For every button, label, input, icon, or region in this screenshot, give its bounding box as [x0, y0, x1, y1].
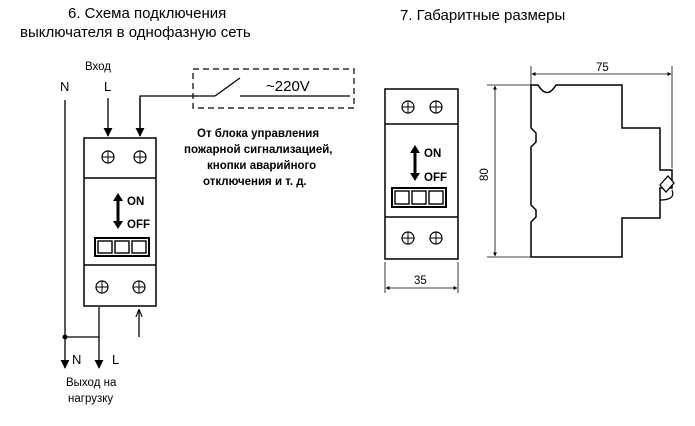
indicator-window — [94, 237, 150, 257]
terminal-n-bottom-label: N — [72, 352, 81, 367]
breaker-schematic: ON OFF — [83, 137, 157, 307]
remote-switch-contact — [214, 77, 241, 97]
width-dimension-label: 35 — [414, 275, 427, 287]
bottom-terminal-screw-1 — [95, 280, 109, 294]
section7-title: 7. Габаритные размеры — [400, 7, 565, 24]
side-lever-arc — [659, 189, 674, 201]
output-label-line1: Выход на — [66, 377, 117, 389]
front-bottom-screw-1 — [401, 231, 415, 245]
height-dimension — [487, 84, 531, 258]
voltage-label: ~220V — [266, 78, 310, 95]
terminal-n-top-label: N — [60, 79, 69, 94]
depth-dimension-label: 75 — [596, 62, 609, 74]
front-top-screw-2 — [429, 100, 443, 114]
output-label-line2: нагрузку — [68, 393, 113, 405]
front-switch-on-label: ON — [424, 148, 441, 160]
front-bottom-screw-2 — [429, 231, 443, 245]
bottom-terminal-screw-2 — [132, 280, 146, 294]
switch-off-label: OFF — [127, 219, 150, 231]
top-terminal-screw-1 — [101, 150, 115, 164]
front-top-screw-1 — [401, 100, 415, 114]
section6-title-line2: выключателя в однофазную сеть — [20, 24, 251, 41]
terminal-l-top-label: L — [104, 79, 111, 94]
depth-dimension — [530, 66, 673, 168]
width-dimension — [384, 262, 459, 293]
height-dimension-label: 80 — [479, 168, 491, 181]
terminal-l-bottom-label: L — [112, 352, 119, 367]
on-off-arrow-icon — [113, 193, 123, 229]
front-indicator-window — [391, 187, 447, 208]
input-label: Вход — [85, 61, 111, 73]
remote-control-box — [192, 68, 355, 109]
note-line2: пожарной сигнализацией, — [184, 144, 333, 156]
note-line1: От блока управления — [197, 128, 319, 140]
front-switch-off-label: OFF — [424, 172, 447, 184]
note-line4: отключения и т. д. — [203, 176, 307, 188]
front-on-off-arrow-icon — [410, 145, 420, 181]
side-lever-icon — [659, 175, 675, 193]
top-terminal-screw-2 — [133, 150, 147, 164]
section6-title-line1: 6. Схема подключения — [68, 5, 226, 22]
switch-on-label: ON — [127, 196, 144, 208]
breaker-front-view: ON OFF — [384, 88, 459, 260]
note-line3: кнопки аварийного — [207, 160, 316, 172]
breaker-side-view — [530, 84, 673, 258]
